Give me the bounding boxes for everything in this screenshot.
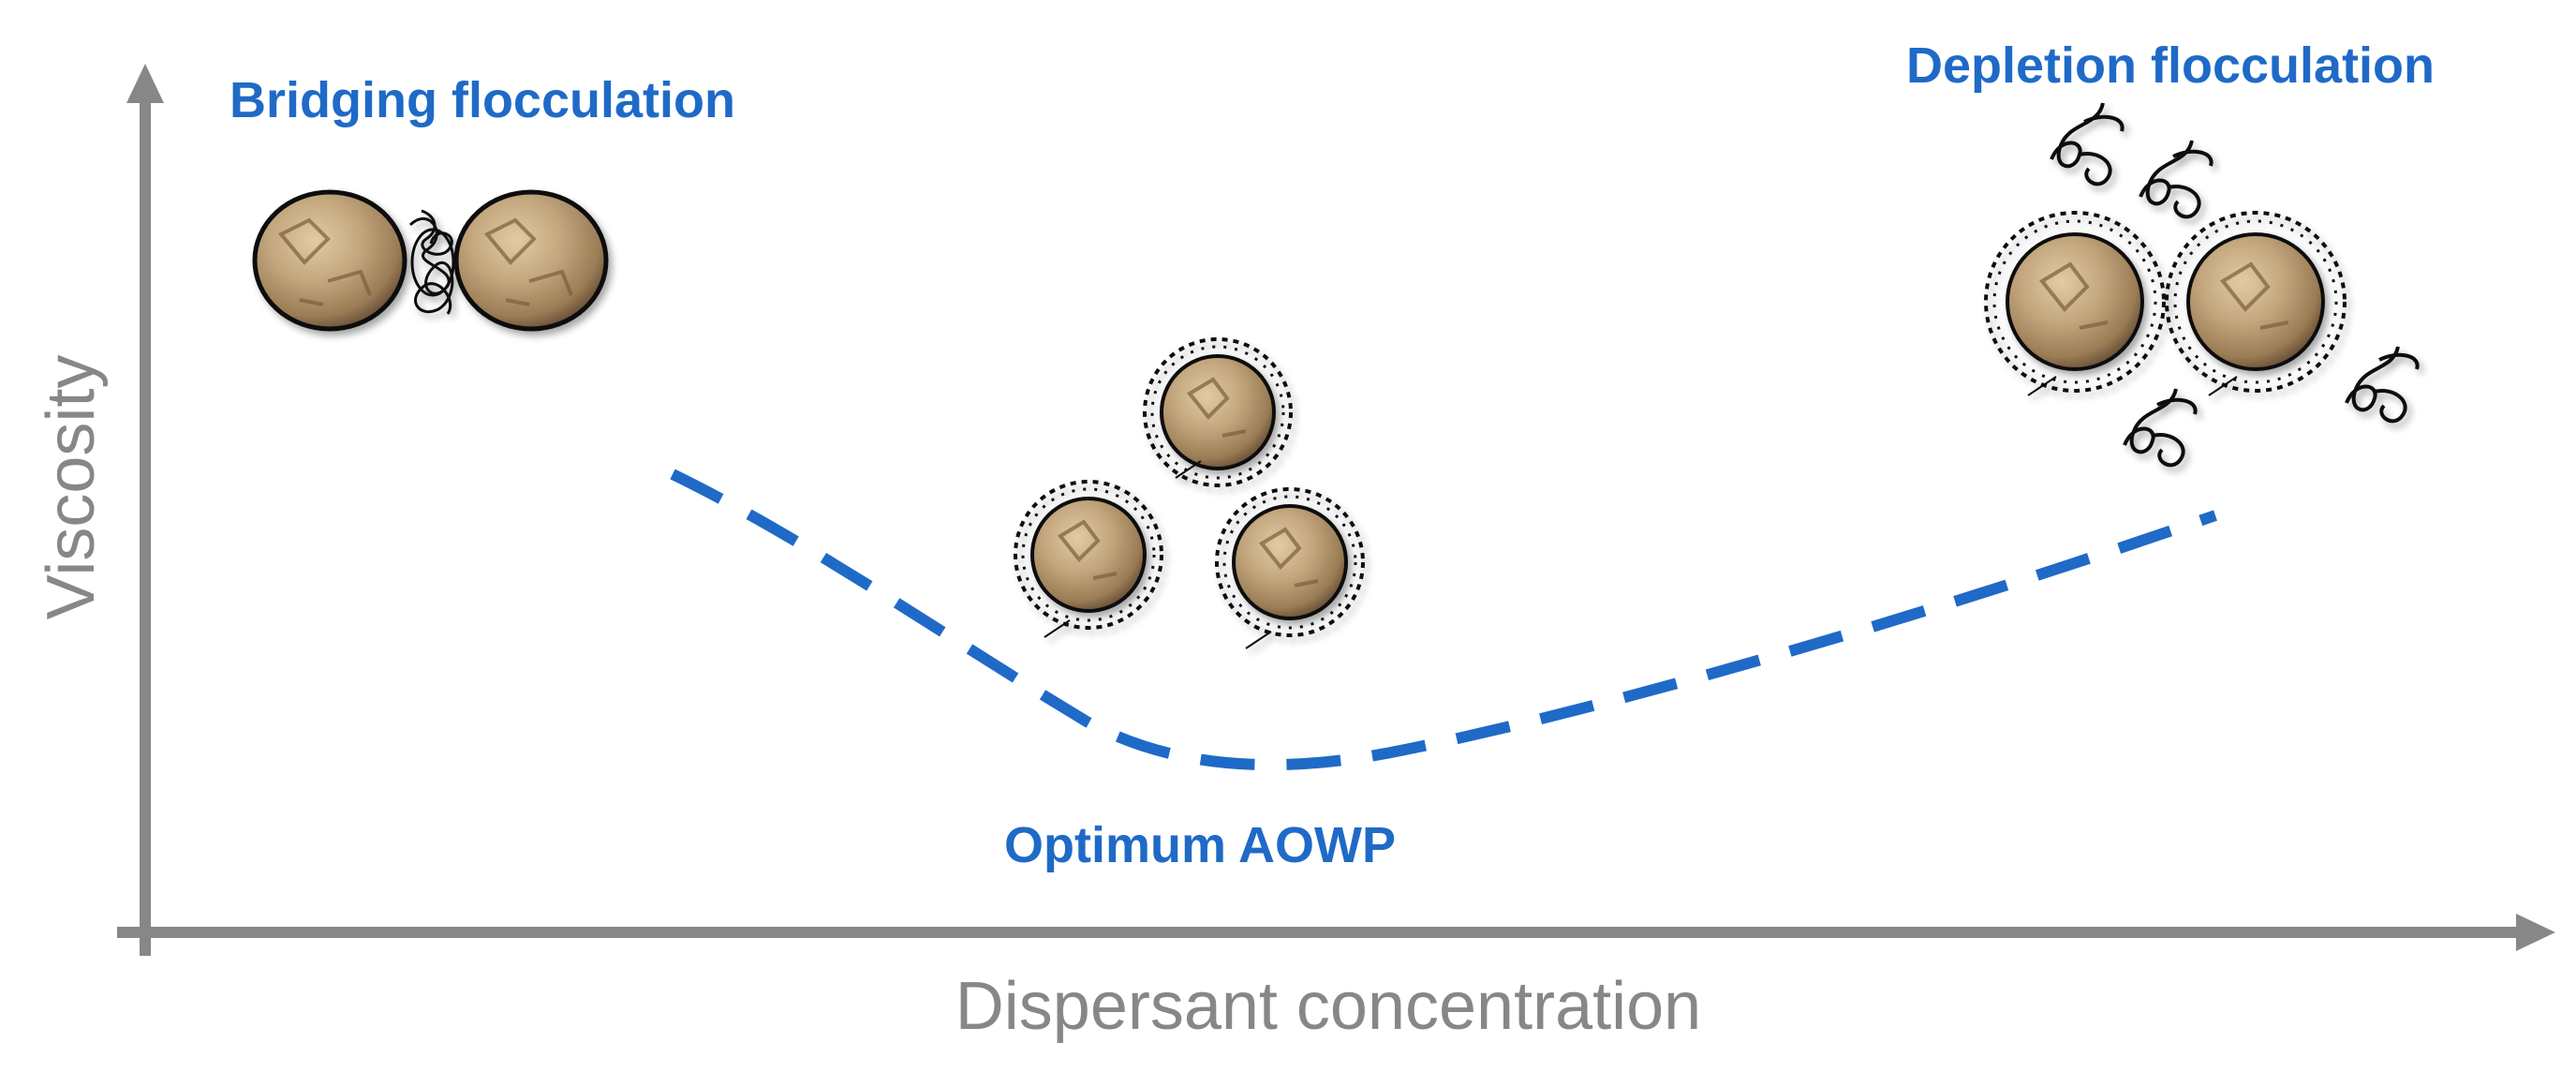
coated-particle-icon <box>1143 337 1293 487</box>
particle-icon <box>252 189 407 332</box>
x-axis-title: Dispersant concentration <box>955 969 1701 1044</box>
optimum-aowp-label: Optimum AOWP <box>1004 817 1396 873</box>
bridging-particles <box>252 189 609 332</box>
particle-icon <box>453 189 609 332</box>
free-polymer-chain-icon <box>2123 388 2198 468</box>
coated-particle-icon <box>1984 211 2166 396</box>
stabilized-particles <box>1014 337 1365 649</box>
y-axis-arrowhead <box>126 64 164 103</box>
x-axis-arrowhead <box>2516 914 2555 951</box>
depletion-particles <box>1984 102 2420 468</box>
coated-particle-icon <box>1014 480 1163 638</box>
depletion-flocculation-label: Depletion flocculation <box>1906 37 2435 94</box>
axes <box>117 64 2555 956</box>
y-axis-title: Viscosity <box>34 355 109 620</box>
bridging-flocculation-label: Bridging flocculation <box>229 72 735 128</box>
viscosity-curve <box>670 469 2217 771</box>
coated-particle-icon <box>2165 211 2347 396</box>
free-polymer-chain-icon <box>2139 140 2213 219</box>
free-polymer-chain-icon <box>2345 346 2420 424</box>
polymer-coil-icon <box>408 209 455 315</box>
free-polymer-chain-icon <box>2050 102 2124 186</box>
coated-particle-icon <box>1215 487 1365 649</box>
